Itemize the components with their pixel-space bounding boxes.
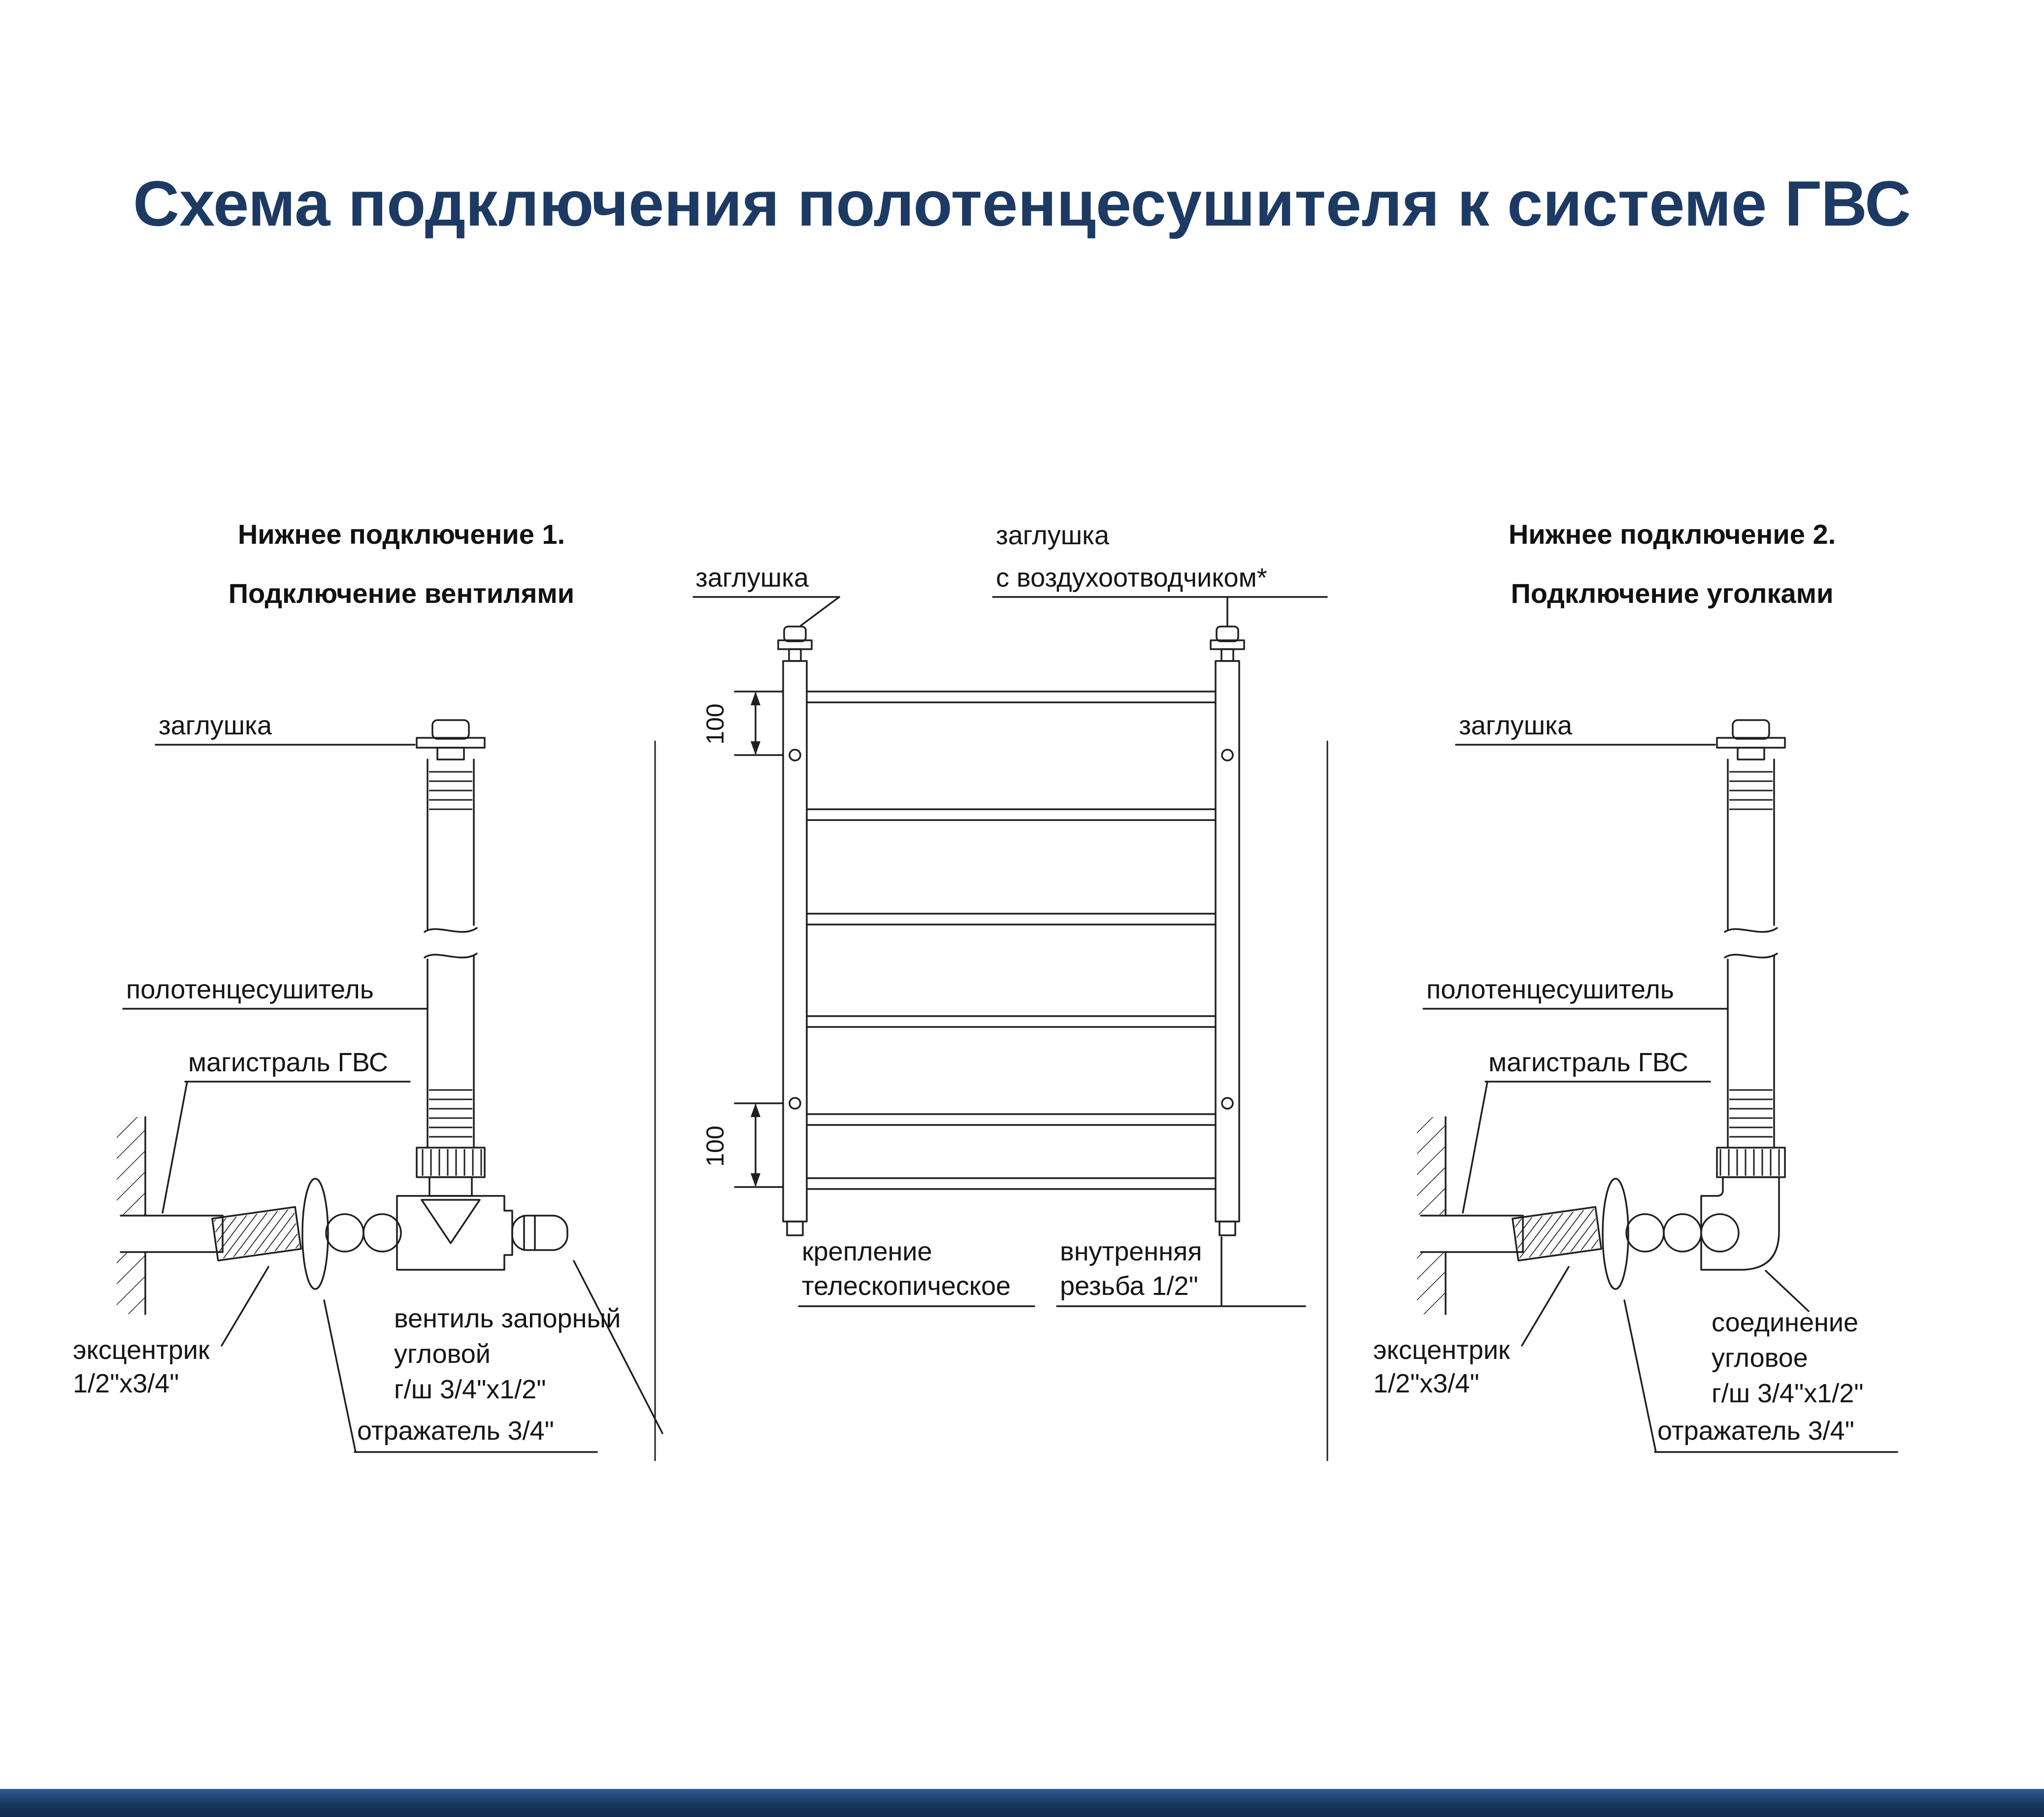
label-left-valve-line3: г/ш 3/4"x1/2" xyxy=(394,1375,546,1404)
footer-bar xyxy=(0,1789,2044,1817)
label-right-eccentric-line1: эксцентрик xyxy=(1373,1335,1510,1365)
left-heading-line1: Нижнее подключение 1. xyxy=(237,519,565,550)
label-center-plug: заглушка xyxy=(695,563,809,593)
label-right-elbow-line1: соединение xyxy=(1712,1308,1859,1337)
label-right-plug: заглушка xyxy=(1459,711,1572,740)
left-connection-drawing xyxy=(117,719,663,1453)
towel-rail-drawing xyxy=(692,596,1328,1307)
left-heading-line2: Подключение вентилями xyxy=(228,578,575,609)
label-left-eccentric-line1: эксцентрик xyxy=(73,1335,210,1365)
right-connection-drawing xyxy=(1417,719,1898,1453)
page-title: Схема подключения полотенцесушителя к си… xyxy=(133,167,1911,239)
right-heading-line1: Нижнее подключение 2. xyxy=(1508,519,1836,550)
label-right-towel-rail: полотенцесушитель xyxy=(1426,975,1674,1004)
label-left-towel-rail: полотенцесушитель xyxy=(126,975,374,1004)
label-mount-line1: крепление xyxy=(802,1237,932,1266)
label-left-hws-main: магистраль ГВС xyxy=(188,1048,388,1077)
label-thread-line1: внутренняя xyxy=(1060,1237,1202,1266)
label-left-reflector: отражатель 3/4" xyxy=(357,1416,554,1446)
label-left-plug: заглушка xyxy=(159,711,272,740)
dimension-bottom-100: 100 xyxy=(701,1125,729,1167)
dimension-top-100: 100 xyxy=(701,703,729,745)
label-left-valve-line1: вентиль запорный xyxy=(394,1304,621,1333)
label-center-air-plug-line2: с воздухоотводчиком* xyxy=(996,563,1267,593)
label-right-elbow-line3: г/ш 3/4"x1/2" xyxy=(1712,1379,1864,1408)
label-mount-line2: телескопическое xyxy=(802,1271,1011,1301)
label-right-hws-main: магистраль ГВС xyxy=(1488,1048,1688,1077)
right-heading-line2: Подключение уголками xyxy=(1511,578,1834,609)
label-right-eccentric-line2: 1/2"x3/4" xyxy=(1373,1369,1480,1398)
label-left-eccentric-line2: 1/2"x3/4" xyxy=(73,1369,179,1398)
label-thread-line2: резьба 1/2" xyxy=(1060,1271,1198,1301)
label-right-reflector: отражатель 3/4" xyxy=(1657,1416,1854,1446)
label-right-elbow-line2: угловое xyxy=(1712,1343,1808,1373)
label-center-air-plug-line1: заглушка xyxy=(996,521,1109,550)
label-left-valve-line2: угловой xyxy=(394,1339,491,1369)
